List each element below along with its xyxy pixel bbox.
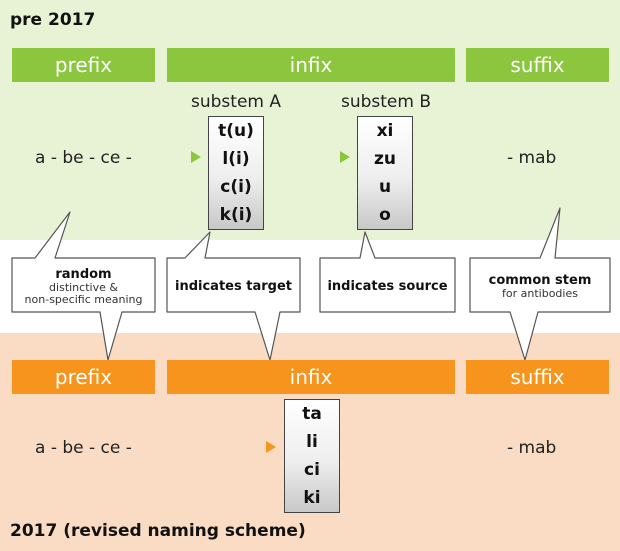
callout-target-title: indicates target [175,278,292,294]
infix-item: li [306,432,318,452]
callout-random-sub2: non-specific meaning [24,292,143,306]
infix-header-post: infix [167,360,455,394]
substem-a-box: t(u) l(i) c(i) k(i) [208,116,264,230]
arrow-icon [340,151,350,163]
prefix-header-post: prefix [12,360,155,394]
callout-random-title: random [55,266,112,282]
suffix-header-post: suffix [466,360,609,394]
substem-b-item: zu [374,149,396,169]
infix-item: ta [302,404,322,424]
substem-b-item: o [379,205,391,225]
substem-a-item: k(i) [219,205,253,225]
callout-target-text: indicates target [167,262,300,310]
callout-source-text: indicates source [320,262,455,310]
infix-box-post: ta li ci ki [284,399,340,513]
arrow-icon [266,441,276,453]
infix-item: ci [304,460,320,480]
post-2017-title: 2017 (revised naming scheme) [10,521,306,541]
prefix-example-pre: a - be - ce - [35,148,132,168]
substem-a-item: c(i) [220,177,252,197]
substem-a-item: l(i) [222,149,250,169]
callout-random-text: random distinctive & non-specific meanin… [12,262,155,310]
prefix-example-post: a - be - ce - [35,438,132,458]
substem-b-box: xi zu u o [357,116,413,230]
prefix-header-pre: prefix [12,48,155,82]
callout-random-sub1: distinctive & [49,280,118,294]
substem-b-item: u [378,177,392,197]
callout-stem-text: common stem for antibodies [470,262,610,310]
callout-stem-title: common stem [488,272,592,288]
suffix-example-pre: - mab [507,148,557,168]
callout-stem-sub1: for antibodies [502,286,578,300]
arrow-icon [191,151,201,163]
infix-item: ki [303,488,321,508]
substem-b-item: xi [376,121,394,141]
callout-source-title: indicates source [327,278,448,294]
pre-2017-title: pre 2017 [10,10,96,30]
pre-2017-band [0,0,620,240]
infix-header-pre: infix [167,48,455,82]
substem-b-label: substem B [340,92,432,112]
suffix-example-post: - mab [507,438,557,458]
substem-a-label: substem A [191,92,281,112]
substem-a-item: t(u) [218,121,254,141]
suffix-header-pre: suffix [466,48,609,82]
